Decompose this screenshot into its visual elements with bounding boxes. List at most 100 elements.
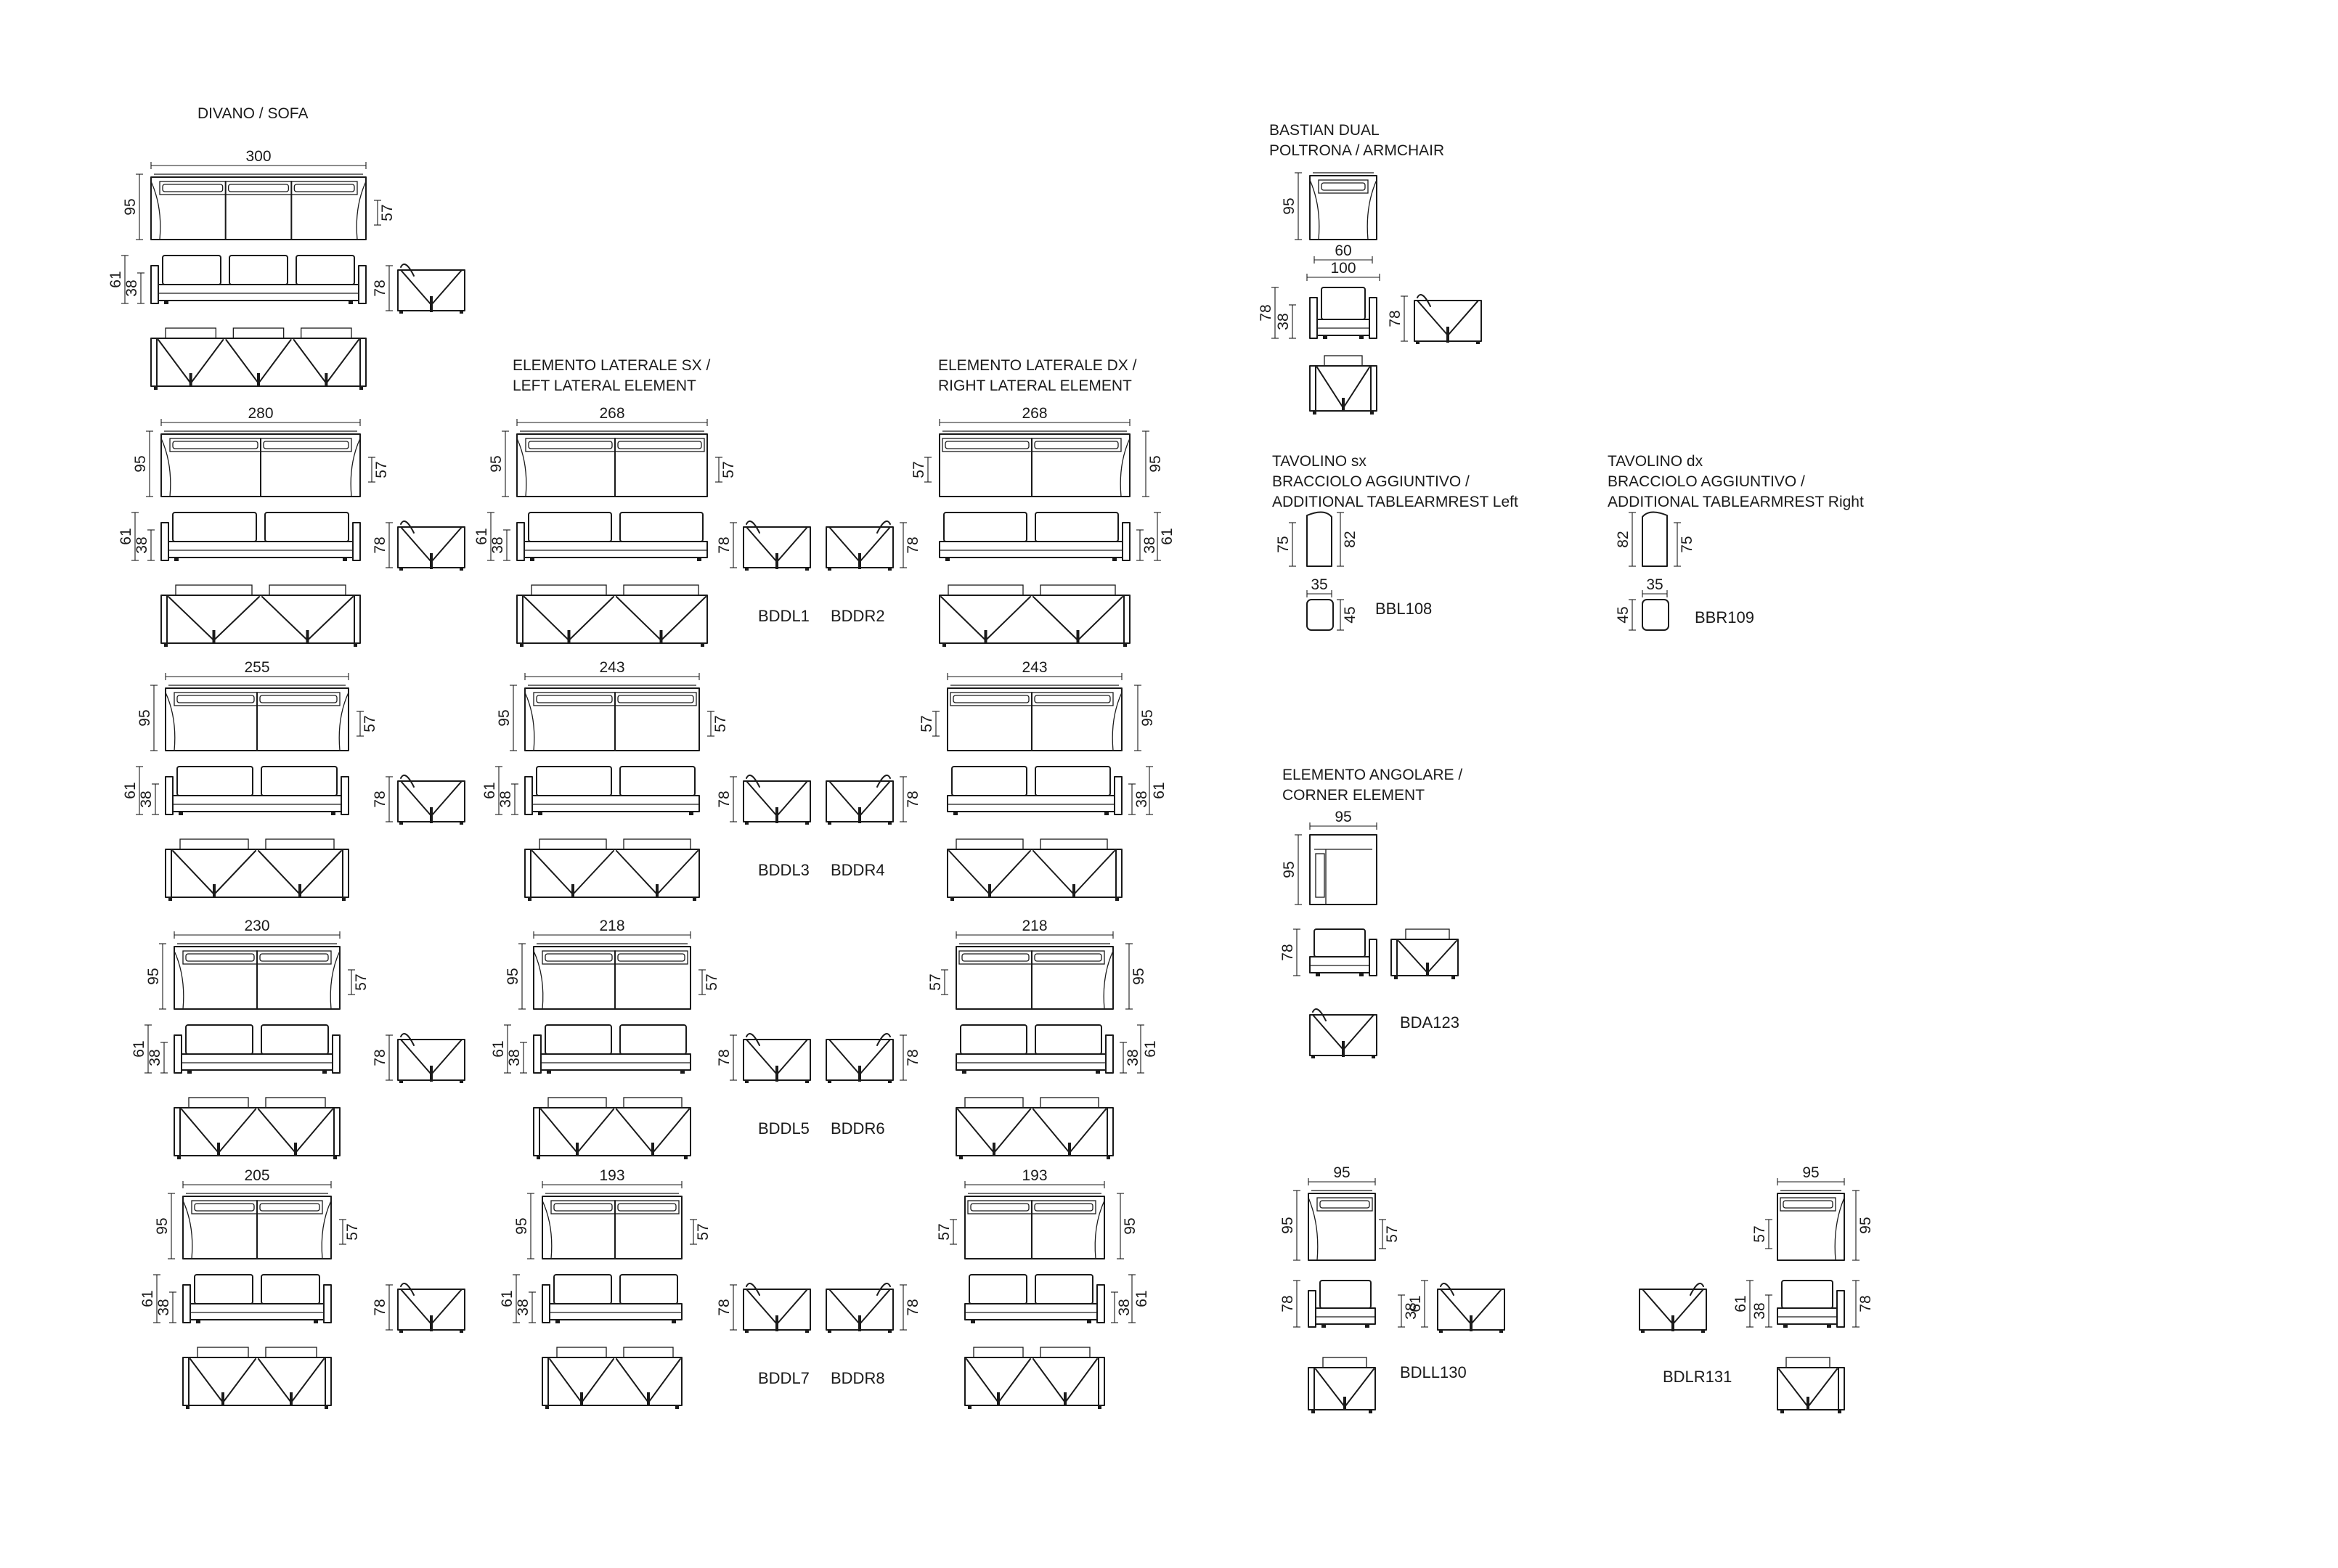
foot (460, 1080, 463, 1083)
back-strap (1807, 1397, 1809, 1410)
back-panel (947, 849, 1123, 898)
height-dimension: 57 (936, 1219, 957, 1245)
back-cushion-top (956, 838, 1024, 850)
back-cushion (172, 512, 257, 542)
height-value: 78 (716, 536, 733, 553)
headrest (400, 264, 415, 277)
back-strap (656, 884, 659, 897)
width-value: 218 (599, 918, 624, 934)
sofa-plan-view (939, 430, 1131, 497)
foot (1838, 1410, 1841, 1413)
width-value: 300 (245, 148, 271, 165)
foot (1369, 1410, 1372, 1413)
back-cushion (536, 695, 613, 703)
height-value: 78 (905, 791, 921, 807)
width-dimension: 218 (956, 918, 1114, 939)
right-armrest (1369, 939, 1377, 976)
height-dimension: 78 (1852, 1280, 1874, 1328)
width-dimension: 205 (182, 1167, 332, 1188)
back-cushion (1035, 1024, 1102, 1055)
side-strap (858, 1066, 861, 1082)
headrest (876, 1033, 891, 1046)
sofa-back-view (1308, 1357, 1376, 1413)
width-value: 193 (599, 1167, 624, 1184)
foot (359, 386, 363, 390)
foot (399, 1330, 403, 1333)
sofa-back-view (542, 1347, 683, 1409)
foot (528, 897, 531, 901)
height-dimension: 95 (132, 430, 153, 497)
back-cushion-top (1322, 1357, 1367, 1368)
back-cushion (176, 766, 253, 796)
width-value: 255 (244, 659, 269, 676)
foot (1783, 1324, 1788, 1328)
height-dimension: 61 (473, 512, 494, 561)
right-armrest (1369, 297, 1377, 339)
back-cushion-top (269, 584, 346, 596)
width-value: 95 (1802, 1164, 1819, 1181)
back-cushion-top (556, 1347, 607, 1358)
height-dimension: 38 (1128, 783, 1150, 815)
back-strap (576, 1143, 579, 1156)
seat-base (549, 1303, 683, 1320)
back-cushion (617, 1203, 677, 1212)
side-strap (775, 553, 778, 569)
side-strap (430, 1066, 433, 1082)
right-armrest (352, 522, 361, 561)
foot (555, 1320, 560, 1323)
height-value: 95 (1131, 968, 1147, 984)
height-dimension: 61 (118, 512, 139, 561)
right-armrest (1096, 1284, 1105, 1323)
height-value: 61 (118, 528, 134, 544)
height-dimension: 57 (1751, 1219, 1772, 1249)
height-value: 78 (1857, 1295, 1874, 1312)
side-view (826, 1283, 894, 1333)
foot (1451, 976, 1455, 979)
back-strap (325, 373, 328, 386)
back-cushion-top (1405, 928, 1450, 940)
sofa-outline (182, 1196, 332, 1259)
back-cushion (1319, 1280, 1372, 1309)
sofa-outline (150, 176, 367, 240)
left-armrest (1309, 297, 1318, 339)
back-cushion (953, 695, 1030, 703)
height-value: 78 (905, 1049, 921, 1066)
table-right-top (1642, 599, 1669, 631)
seat-base (190, 1303, 325, 1320)
height-dimension: 57 (1379, 1219, 1401, 1249)
height-value: 82 (1615, 531, 1632, 547)
foot (333, 1156, 337, 1159)
back-cushion-top (1785, 1357, 1830, 1368)
height-dimension: 57 (927, 969, 948, 995)
foot (154, 386, 158, 390)
back-cushion (1035, 1274, 1093, 1304)
height-value: 75 (1679, 536, 1695, 552)
sofa-outline (533, 946, 691, 1010)
height-dimension: 78 (900, 1284, 921, 1331)
product-code-left: BDDL3 (758, 861, 810, 879)
width-dimension: 95 (1309, 809, 1377, 830)
height-dimension: 61 (1146, 766, 1168, 815)
foot (1107, 1156, 1110, 1159)
sofa-outline (160, 433, 361, 497)
height-dimension: 61 (1407, 1280, 1428, 1328)
back-cushion (259, 1203, 320, 1212)
right-armrest (341, 776, 349, 815)
back-panel (1308, 1367, 1376, 1410)
foot (1104, 812, 1109, 815)
left-arm (165, 692, 176, 751)
sofa-back-view (150, 327, 367, 390)
width-value: 218 (1022, 918, 1047, 934)
back-cushion-top (265, 838, 335, 850)
height-dimension: 38 (1120, 1042, 1141, 1074)
height-value: 78 (905, 1299, 921, 1315)
back-strap (221, 1392, 224, 1405)
height-dimension: 78 (372, 522, 393, 568)
foot (1096, 1070, 1100, 1074)
back-cushion-top (964, 1097, 1024, 1108)
heading-line: TAVOLINO dx (1608, 453, 1703, 470)
side-view (1437, 1283, 1505, 1333)
height-dimension: 61 (499, 1274, 520, 1323)
